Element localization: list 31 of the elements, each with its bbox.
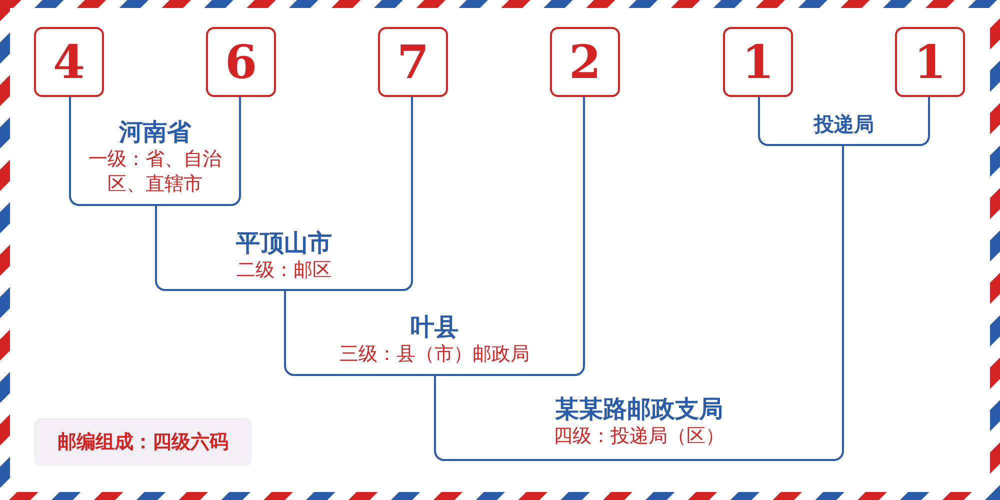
level-note: 二级：邮区 (236, 258, 332, 284)
level-note: 三级：县（市）邮政局 (338, 342, 530, 367)
connector-line (758, 97, 760, 104)
bracket-box (69, 112, 241, 206)
connector-line (239, 97, 241, 112)
digit-box: 1 (895, 27, 965, 97)
place-name: 平顶山市 (236, 229, 332, 258)
place-name: 投递局 (814, 112, 874, 136)
digit-box: 7 (378, 27, 448, 97)
digit-box: 1 (723, 27, 793, 97)
digit-box: 6 (206, 27, 276, 97)
bracket-box (284, 306, 585, 376)
connector-line (434, 376, 436, 386)
bracket-box (155, 224, 413, 291)
connector-line (928, 97, 930, 104)
digit-box: 2 (550, 27, 620, 97)
bracket-box (758, 104, 930, 146)
connector-line (842, 146, 844, 386)
bracket-box (434, 386, 844, 461)
level-note: 四级：投递局（区） (552, 424, 726, 450)
connector-line (583, 97, 585, 306)
digit-box: 4 (34, 27, 104, 97)
level-note: 一级：省、自治区、直辖市 (88, 146, 222, 198)
note-box: 邮编组成：四级六码 (34, 418, 252, 466)
place-name: 某某路邮政支局 (555, 395, 723, 424)
place-name: 河南省 (119, 118, 191, 147)
place-name: 叶县 (410, 312, 458, 342)
connector-line (411, 97, 413, 224)
connector-line (69, 97, 71, 112)
connector-line (284, 291, 286, 306)
connector-line (155, 206, 157, 224)
